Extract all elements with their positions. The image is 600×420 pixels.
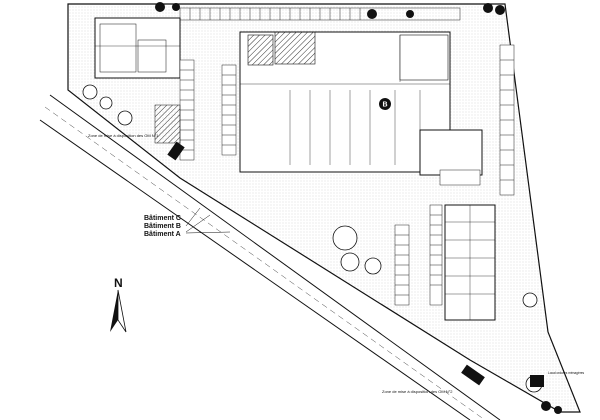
label-batiment-b: Bâtiment B	[144, 223, 181, 230]
hatched-area	[154, 104, 181, 144]
building-leaders	[185, 207, 231, 234]
building-b-marker-circle	[379, 98, 391, 110]
label-zone-top: Zone de mise à disposition des OM N°1	[88, 133, 159, 138]
label-batiment-a: Bâtiment A	[144, 231, 181, 238]
label-batiment-c: Bâtiment C	[144, 215, 181, 222]
building-right	[444, 204, 496, 321]
om-zone-bottom	[461, 364, 485, 386]
label-local-ordures: Local ordures ménagères	[548, 371, 585, 375]
building-top-left	[94, 17, 181, 79]
local-ordures-block	[530, 375, 544, 387]
north-arrow-icon	[110, 289, 127, 333]
building-b-marker: B	[382, 102, 387, 109]
right-parking	[394, 44, 515, 306]
north-label: N	[114, 276, 123, 290]
road	[39, 94, 501, 420]
label-zone-bottom: Zone de mise à disposition des OM N°2	[382, 389, 453, 394]
om-zone-top	[167, 141, 185, 161]
main-building	[239, 31, 483, 176]
trees-dark	[155, 2, 562, 414]
top-parking-strip	[179, 7, 461, 21]
